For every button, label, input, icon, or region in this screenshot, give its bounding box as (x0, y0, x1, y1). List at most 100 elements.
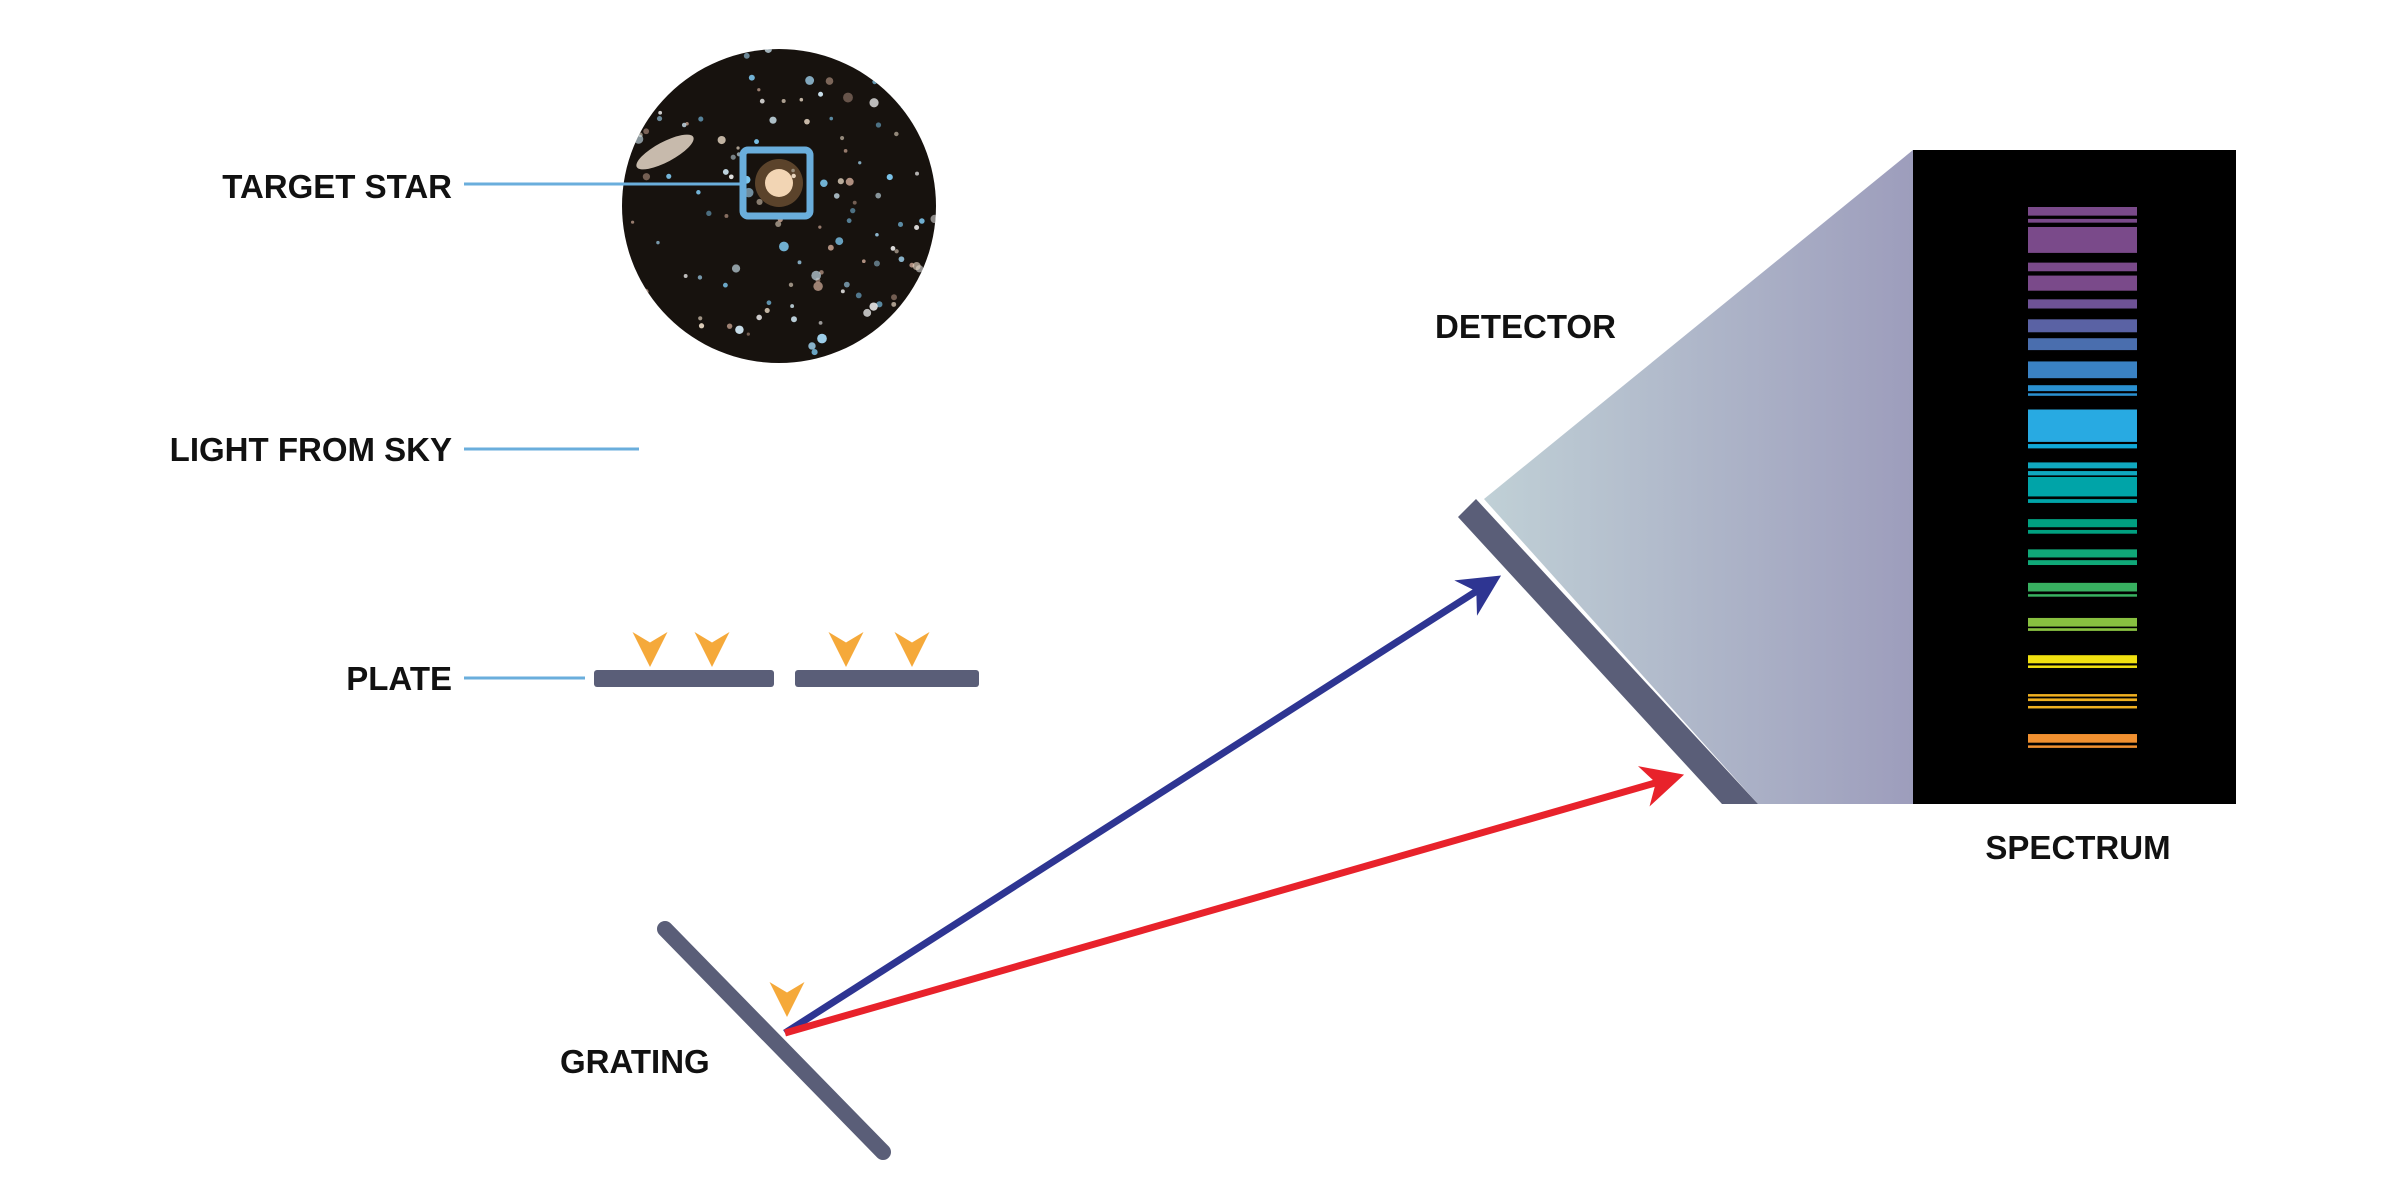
star (791, 173, 796, 179)
spectral-line (2028, 655, 2137, 664)
plate-right (795, 670, 979, 687)
spectral-line (2028, 262, 2137, 272)
star (811, 270, 821, 281)
star (694, 347, 700, 354)
detector (1458, 499, 1758, 804)
star (805, 76, 815, 85)
spectral-line (2028, 218, 2137, 223)
spectral-line (2028, 698, 2137, 702)
star (894, 249, 899, 254)
star (898, 256, 905, 263)
spectral-line (2028, 338, 2137, 351)
star (829, 116, 834, 121)
star (827, 244, 834, 251)
star (850, 207, 856, 214)
star (736, 146, 740, 150)
star (840, 135, 845, 141)
spectral-line (2028, 385, 2137, 392)
blue-ray (783, 575, 1502, 1036)
star (698, 323, 705, 329)
star (843, 148, 848, 153)
star (917, 68, 926, 76)
plate-left (594, 670, 774, 687)
star (920, 54, 926, 60)
star (698, 316, 703, 321)
spectral-line (2028, 519, 2137, 528)
star (681, 55, 687, 61)
spectral-line (2028, 734, 2137, 743)
star (759, 98, 765, 104)
target-star (765, 169, 793, 197)
star (873, 260, 880, 267)
star (756, 198, 763, 205)
star (642, 173, 651, 181)
star (717, 135, 726, 145)
star (746, 332, 750, 336)
star (635, 287, 642, 294)
star (622, 309, 625, 314)
star (804, 118, 810, 125)
star (900, 103, 906, 109)
star (875, 232, 879, 237)
star (622, 123, 629, 131)
star (894, 82, 901, 89)
star (855, 292, 862, 299)
spectral-line (2028, 471, 2137, 476)
star (683, 274, 688, 278)
star (845, 177, 854, 186)
spectral-line (2028, 275, 2137, 291)
detector-label: DETECTOR (1435, 308, 1616, 345)
star (668, 337, 672, 342)
spectral-line (2028, 361, 2137, 379)
spectral-line (2028, 499, 2137, 503)
spectral-line (2028, 705, 2137, 709)
spectrum-label: SPECTRUM (1985, 829, 2170, 866)
star (756, 314, 762, 321)
spectral-line (2028, 299, 2137, 309)
star (775, 220, 782, 228)
target-box (739, 146, 814, 220)
star (757, 88, 761, 92)
star (915, 65, 920, 70)
red-ray (784, 766, 1685, 1037)
star (726, 323, 733, 329)
star (886, 174, 893, 181)
star (666, 173, 672, 179)
grating (657, 921, 891, 1160)
star (820, 179, 828, 188)
spectral-line (2028, 529, 2137, 534)
star (724, 213, 729, 218)
star (875, 122, 882, 128)
spectral-line (2028, 462, 2137, 469)
spectral-line (2028, 477, 2137, 497)
star (633, 134, 644, 144)
spectral-line (2028, 617, 2137, 627)
star (764, 307, 770, 313)
star (808, 342, 816, 350)
star (797, 260, 802, 265)
star (852, 200, 857, 205)
star (791, 316, 797, 323)
star (790, 304, 795, 309)
star (861, 259, 866, 264)
star (731, 264, 741, 273)
star (843, 92, 853, 103)
star (894, 131, 899, 137)
star (930, 56, 936, 65)
spectral-line (2028, 582, 2137, 592)
star (730, 154, 736, 160)
star (658, 110, 663, 115)
spectral-line (2028, 444, 2137, 449)
star (722, 168, 729, 175)
star (890, 246, 896, 251)
spectral-line (2028, 226, 2137, 253)
star (915, 171, 920, 176)
star (891, 301, 897, 307)
star (672, 70, 679, 77)
star (680, 53, 687, 60)
star (764, 49, 772, 53)
star (863, 308, 872, 317)
grating-label: GRATING (560, 1043, 710, 1080)
star (722, 282, 728, 288)
